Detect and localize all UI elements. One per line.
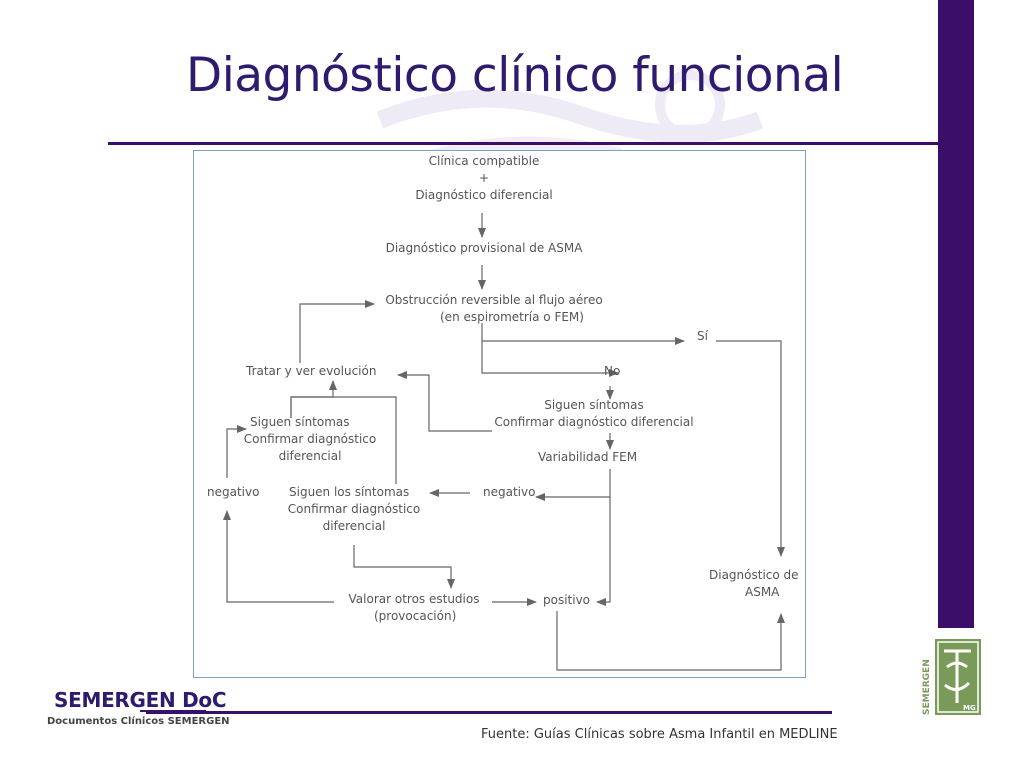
sidebar-bar — [938, 0, 974, 628]
node-valorar-line2: (provocación) — [374, 609, 457, 623]
seal-sub-text: MG — [963, 704, 976, 712]
arrow-variab-negativo — [535, 469, 611, 501]
source-citation: Fuente: Guías Clínicas sobre Asma Infant… — [481, 727, 838, 742]
seal-vertical-text: SEMERGEN — [922, 659, 932, 715]
arrow-n4-tratar — [397, 371, 492, 432]
arrow-n3-no — [481, 341, 619, 377]
semergen-seal-logo: MG SEMERGEN — [919, 637, 983, 717]
node-tratar: Tratar y ver evolución — [246, 364, 377, 378]
node-valorar: Valorar otros estudios (provocación) — [334, 591, 494, 625]
node-obstruccion-line1: Obstrucción reversible al flujo aéreo — [385, 293, 603, 307]
flowchart: Clínica compatible + Diagnóstico diferen… — [193, 150, 806, 678]
node-clinica-line3: Diagnóstico diferencial — [415, 188, 553, 202]
semergen-doc-subtitle: Documentos Clínicos SEMERGEN — [47, 716, 230, 727]
node-clinica: Clínica compatible + Diagnóstico diferen… — [384, 153, 584, 204]
node-obstruccion: Obstrucción reversible al flujo aéreo (e… — [364, 292, 624, 326]
node-siguen-confirmar-line1: Siguen síntomas — [544, 398, 644, 412]
arrow-valorar-negativo — [223, 510, 334, 603]
node-siguen-los-line2: Confirmar diagnóstico — [287, 502, 421, 516]
arrow-si-dx — [716, 340, 785, 557]
arrow-negativo-n5 — [226, 425, 247, 478]
node-diagnostico-asma-line2: ASMA — [745, 585, 780, 599]
footer-rule — [146, 711, 832, 714]
node-siguen-los: Siguen los síntomas Confirmar diagnóstic… — [274, 484, 434, 535]
node-siguen-sintomas: Siguen síntomas Confirmar diagnóstico di… — [240, 414, 380, 465]
node-siguen-sintomas-line1: Siguen síntomas — [250, 415, 350, 429]
node-siguen-los-line3: diferencial — [322, 519, 386, 533]
arrow-positivo-dx — [556, 611, 785, 671]
node-variabilidad: Variabilidad FEM — [538, 450, 638, 464]
node-siguen-confirmar: Siguen síntomas Confirmar diagnóstico di… — [489, 397, 699, 431]
node-negativo-mid: negativo — [483, 485, 536, 499]
node-si: Sí — [697, 329, 708, 343]
arrow-variab-positivo — [596, 497, 611, 606]
node-negativo-left: negativo — [207, 485, 260, 499]
node-siguen-sintomas-line3: diferencial — [278, 449, 342, 463]
node-no: No — [604, 364, 621, 378]
arrow-tratar-n3 — [299, 300, 375, 363]
node-siguen-confirmar-line2: Confirmar diagnóstico diferencial — [494, 415, 694, 429]
node-siguen-sintomas-line2: Confirmar diagnóstico — [243, 432, 377, 446]
node-diagnostico-asma: Diagnóstico de ASMA — [709, 567, 809, 601]
node-diagnostico-asma-line1: Diagnóstico de — [709, 568, 799, 582]
flowchart-connectors — [223, 213, 785, 671]
node-clinica-line1: Clínica compatible — [428, 154, 540, 168]
node-obstruccion-line2: (en espirometría o FEM) — [440, 310, 584, 324]
node-positivo: positivo — [543, 593, 591, 607]
slide-title: Diagnóstico clínico funcional — [186, 48, 844, 103]
node-siguen-los-line1: Siguen los síntomas — [289, 485, 410, 499]
node-provisional: Diagnóstico provisional de ASMA — [385, 241, 583, 255]
arrow-n6-valorar — [353, 545, 455, 589]
arrow-n5-tratar — [290, 380, 337, 418]
semergen-doc-logo: SEMERGEN DoC — [54, 688, 227, 712]
title-rule — [108, 142, 974, 145]
node-valorar-line1: Valorar otros estudios — [348, 592, 480, 606]
node-clinica-line2: + — [478, 171, 490, 185]
